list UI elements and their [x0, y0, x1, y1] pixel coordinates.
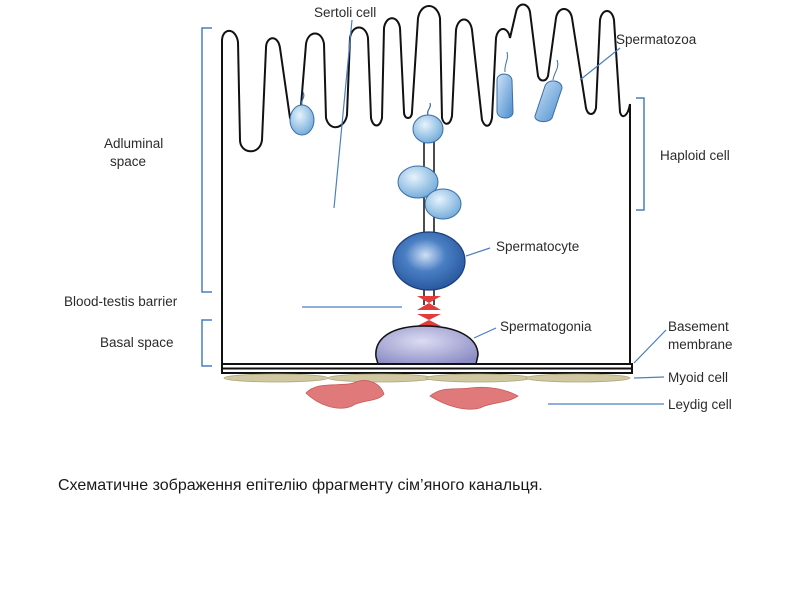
label-adluminal-line1: Adluminal: [104, 136, 163, 151]
label-blood-testis-barrier: Blood-testis barrier: [64, 294, 178, 309]
round-spermatids: [289, 91, 462, 220]
label-myoid-cell: Myoid cell: [668, 370, 728, 385]
label-spermatozoa: Spermatozoa: [616, 32, 697, 47]
label-sertoli-cell: Sertoli cell: [314, 5, 376, 20]
label-basement-line1: Basement: [668, 319, 729, 334]
myoid-cell-layer: [223, 373, 631, 383]
label-spermatocyte: Spermatocyte: [496, 239, 579, 254]
haploid-cell-bracket: [636, 97, 645, 211]
label-basal-space: Basal space: [100, 335, 174, 350]
label-basement-line2: membrane: [668, 337, 733, 352]
label-leydig-cell: Leydig cell: [668, 397, 732, 412]
figure-caption: Схематичне зображення епітелію фрагменту…: [58, 477, 543, 494]
label-adluminal-line2: space: [110, 154, 146, 169]
spermatozoa-cells: [496, 51, 563, 123]
basal-space-bracket: [201, 319, 212, 367]
leydig-cells: [305, 380, 519, 410]
spermatocyte-cell: [392, 231, 466, 291]
spermatogonia-cell: [375, 325, 479, 365]
adluminal-space-bracket: [201, 27, 212, 293]
label-spermatogonia: Spermatogonia: [500, 319, 592, 334]
label-haploid-cell: Haploid cell: [660, 148, 730, 163]
pointer-lines: [302, 19, 667, 405]
blood-testis-barrier-junction: [417, 296, 441, 326]
